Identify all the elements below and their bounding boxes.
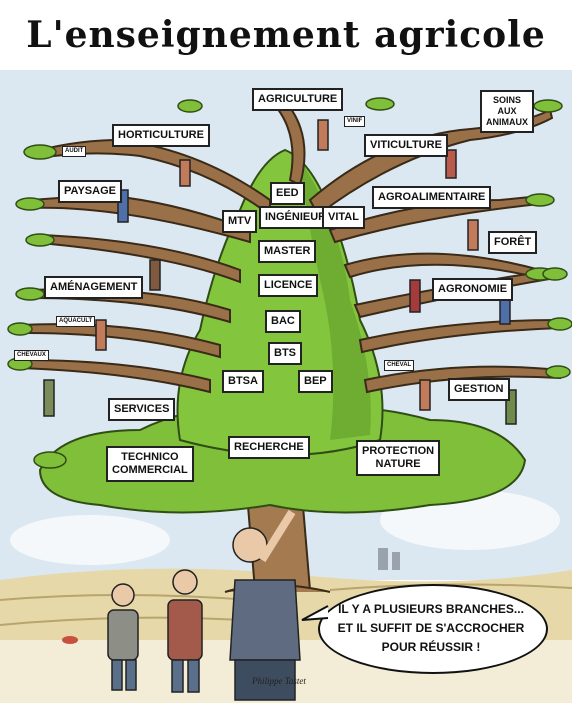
mushroom	[62, 636, 78, 644]
foliage-shade	[300, 160, 371, 440]
speech-bubble-tail	[301, 605, 329, 621]
sign-eed: EED	[270, 182, 305, 205]
sign-technico-commercial: Technico commercial	[106, 446, 194, 482]
silo	[392, 552, 400, 570]
adult-man	[229, 509, 301, 701]
sign-viticulture: Viticulture	[364, 134, 448, 157]
sign-bts: BTS	[268, 342, 302, 365]
sign-agroalimentaire: Agroalimentaire	[372, 186, 492, 209]
speech-bubble	[318, 584, 548, 674]
speech-text: Il y a plusieurs branches... et il suffi…	[337, 602, 525, 654]
sign-horticulture: Horticulture	[112, 124, 210, 147]
sign-small-aquaculture: aquacult	[56, 316, 96, 327]
sign-paysage: Paysage	[58, 180, 122, 203]
sign-gestion: Gestion	[448, 378, 510, 401]
sign-amenagement: Aménagement	[44, 276, 144, 299]
sign-soins-aux-animaux: Soins aux animaux	[480, 90, 534, 133]
sign-foret: Forêt	[488, 231, 538, 254]
sign-small-vinif: vinif	[344, 116, 366, 127]
artist-signature: Philippe Tastet	[252, 676, 306, 686]
sign-master: Master	[258, 240, 317, 263]
child-hiker-left	[107, 583, 139, 691]
cloud	[10, 515, 170, 565]
sign-agronomie: Agronomie	[432, 278, 514, 301]
hanging-person	[43, 119, 517, 425]
sign-recherche: Recherche	[228, 436, 310, 459]
sign-btsa: BTSA	[222, 370, 264, 393]
child-hiker-middle	[167, 569, 203, 693]
sign-services: Services	[108, 398, 176, 421]
sign-agriculture: Agriculture	[252, 88, 344, 111]
sign-bac: BAC	[265, 310, 301, 333]
sign-protection-nature: Protection nature	[356, 440, 441, 476]
sign-mtv: MTV	[222, 210, 258, 233]
sign-small-chevaux: chevaux	[14, 350, 49, 361]
page-title: L'enseignement agricole	[26, 14, 546, 56]
sign-bep: BEP	[298, 370, 333, 393]
sign-licence: Licence	[258, 274, 319, 297]
sign-small-cheval: cheval	[384, 360, 415, 371]
sign-vital: VITAL	[322, 206, 365, 229]
sign-small-audit: audit	[62, 146, 87, 157]
silo	[378, 548, 388, 570]
